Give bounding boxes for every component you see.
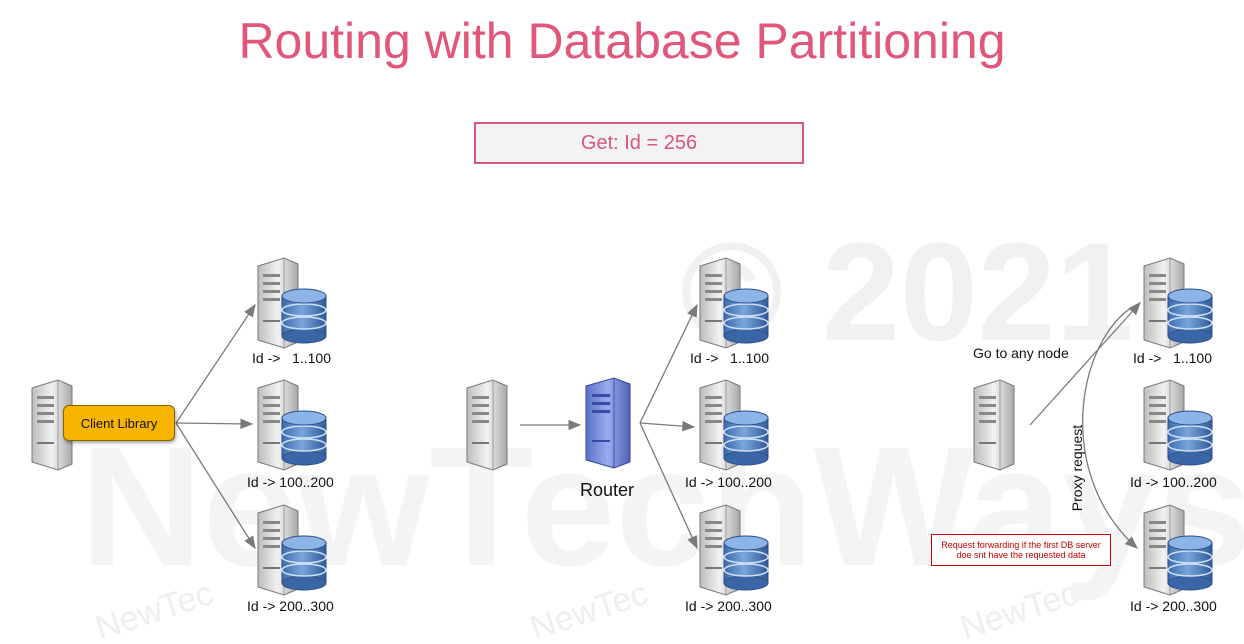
db-server-icon [1144,258,1212,348]
db-server-icon [700,505,768,595]
router-icon [585,377,631,469]
go-to-any-node-label: Go to any node [973,345,1069,361]
partition-label: Id -> 200..300 [1130,598,1217,614]
request-forwarding-note: Request forwarding if the first DB serve… [931,534,1111,566]
partition-label: Id -> 1..100 [252,350,331,366]
db-server-icon [1144,505,1212,595]
client-library-box: Client Library [63,405,175,441]
arrow-router-db2 [639,420,696,432]
db-server-icon [700,258,768,348]
db-server-icon [1144,380,1212,470]
db-server-icon [258,380,326,470]
scenario-client-library [31,258,326,595]
partition-label: Id -> 1..100 [1133,350,1212,366]
scenario-proxy [973,258,1212,595]
partition-label: Id -> 100..200 [685,474,772,490]
query-box: Get: Id = 256 [474,122,804,164]
partition-label: Id -> 200..300 [247,598,334,614]
router-label: Router [580,480,635,500]
arrow-go-any-node [1029,302,1141,426]
arrow-router-db3 [639,422,698,550]
arrow-client-db3 [175,422,256,550]
client-server-icon [973,379,1015,471]
proxy-request-label: Proxy request [1069,424,1085,512]
page-title: Routing with Database Partitioning [238,13,1006,69]
arrow-client-db1 [175,303,256,424]
partition-label: Id -> 200..300 [685,598,772,614]
arrow-client-db2 [175,418,254,430]
partition-label: Id -> 100..200 [247,474,334,490]
db-server-icon [258,258,326,348]
db-server-icon [700,380,768,470]
partition-label: Id -> 100..200 [1130,474,1217,490]
app-server-icon [466,379,508,471]
scenario-router [466,258,768,595]
arrow-proxy-request [1082,302,1141,549]
partition-label: Id -> 1..100 [690,350,769,366]
db-server-icon [258,505,326,595]
arrow-router-db1 [639,303,698,424]
